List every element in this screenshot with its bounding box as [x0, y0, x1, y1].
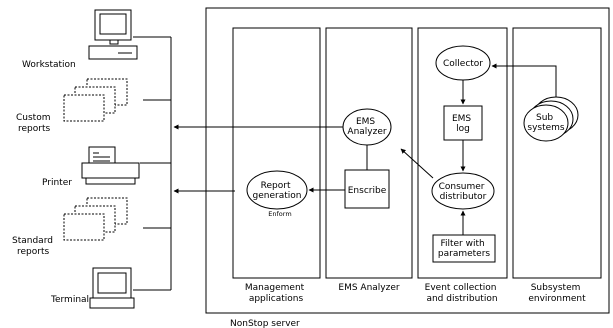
ems-analyzer-column: [325, 27, 413, 279]
standard-reports-label: Standard reports: [12, 236, 56, 257]
nonstop-server-label: NonStop server: [230, 319, 300, 328]
event-collection-column-label: Event collection and distribution: [425, 283, 500, 304]
custom-reports-label: Custom reports: [16, 113, 53, 134]
subsystems-to-collector-arrow: [491, 63, 557, 97]
nonstop-server-frame: [205, 7, 610, 314]
consumer-to-analyzer-arrow: [400, 148, 434, 179]
enscribe-label: Enscribe: [348, 186, 387, 196]
report-generation-label: Report generation: [253, 181, 302, 201]
printer-icon: [81, 146, 140, 185]
management-column-label: Management applications: [245, 283, 307, 304]
consumer-distributor-node: [431, 172, 495, 210]
ems-analyzer-node-label: EMS Analyzer: [347, 117, 386, 137]
terminal-label: Terminal: [50, 295, 89, 305]
sub-systems-label: Sub systems: [527, 113, 565, 133]
enscribe-node: [344, 169, 390, 209]
management-column: [232, 27, 321, 279]
printer-label: Printer: [42, 178, 72, 188]
ems-log-node: [443, 105, 483, 141]
filter-label: Filter with parameters: [438, 239, 491, 259]
enform-label: Enform: [268, 210, 291, 218]
report-generation-node: [246, 170, 308, 210]
terminal-icon: [89, 267, 135, 309]
subsystem-column-label: Subsystem environment: [528, 283, 586, 304]
sub-systems-node: [523, 96, 579, 142]
filter-node: [432, 234, 496, 263]
consumer-distributor-label: Consumer distributor: [439, 182, 488, 202]
workstation-label: Workstation: [22, 60, 76, 70]
event-collection-column: [417, 27, 508, 279]
ems-analyzer-column-label: EMS Analyzer: [338, 283, 399, 293]
standard-reports-icon: [63, 197, 128, 241]
subsystem-column: [512, 27, 602, 279]
ems-log-label: EMS log: [452, 114, 474, 134]
collector-label: Collector: [443, 59, 483, 69]
workstation-icon: [88, 9, 138, 60]
custom-reports-icon: [63, 78, 128, 122]
